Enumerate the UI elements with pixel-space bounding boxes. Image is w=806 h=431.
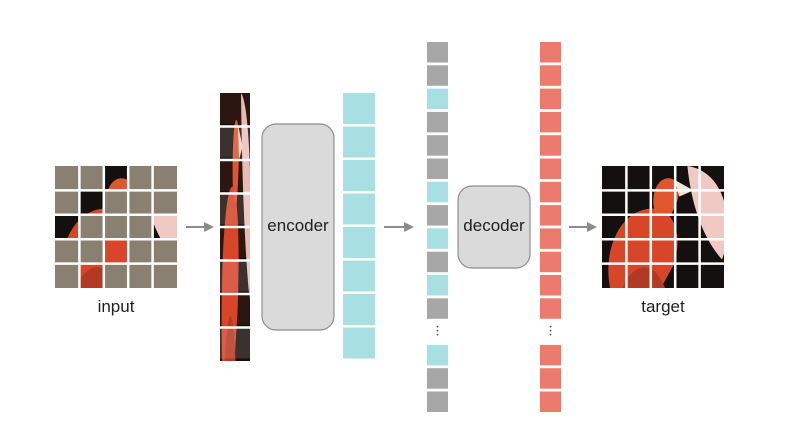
output-token xyxy=(540,275,561,296)
visible-patch xyxy=(220,294,250,325)
output-token xyxy=(540,111,561,133)
decoder-block xyxy=(457,185,531,269)
input-image-grid xyxy=(55,166,177,288)
encoder-box xyxy=(261,123,335,331)
strip-feathers xyxy=(241,93,250,299)
output-token xyxy=(540,251,561,273)
masked-patch xyxy=(103,263,129,288)
mask-token xyxy=(427,158,448,179)
mask-token xyxy=(427,135,448,156)
encoded-token xyxy=(427,228,448,249)
masked-patch xyxy=(128,214,153,240)
output-token xyxy=(540,135,561,156)
output-token xyxy=(540,205,561,226)
output-token xyxy=(540,298,561,319)
decoder-box xyxy=(457,185,531,269)
masked-patch xyxy=(79,214,104,240)
mask-token xyxy=(427,65,448,86)
encoded-token xyxy=(427,344,448,366)
mask-token xyxy=(427,298,448,319)
output-token xyxy=(540,181,561,203)
encoded-token xyxy=(427,181,448,203)
visible-patch xyxy=(220,227,250,258)
encoded-token-column xyxy=(343,93,375,359)
encoded-token xyxy=(343,260,375,292)
strip-neck xyxy=(232,119,239,205)
masked-patch xyxy=(79,166,104,191)
masked-patch xyxy=(79,239,104,264)
ellipsis-dot xyxy=(436,333,439,336)
masked-patch xyxy=(55,239,80,264)
masked-patch xyxy=(55,263,80,288)
masked-patch xyxy=(128,263,153,288)
output-token xyxy=(540,42,561,63)
encoded-token xyxy=(343,327,375,359)
visible-patch xyxy=(220,193,250,225)
target-neck xyxy=(653,178,680,217)
target-image-grid xyxy=(602,166,724,288)
ellipsis-dot xyxy=(549,325,552,328)
masked-patch xyxy=(152,166,177,191)
ellipsis-dot xyxy=(549,333,552,336)
visible-patch xyxy=(220,327,250,359)
decoder-output-sequence xyxy=(540,42,561,412)
ellipsis-dot xyxy=(436,329,439,332)
output-token xyxy=(540,88,561,110)
visible-patch-strip xyxy=(220,93,250,361)
encoded-token xyxy=(427,88,448,110)
target-picture xyxy=(602,166,724,288)
encoded-token xyxy=(343,193,375,225)
visible-patch xyxy=(220,260,250,292)
output-token xyxy=(540,158,561,179)
encoder-block xyxy=(261,123,335,331)
masked-patch xyxy=(128,239,153,264)
output-token xyxy=(540,368,561,389)
mask-token xyxy=(427,205,448,226)
encoded-token xyxy=(343,227,375,258)
ellipsis-dot xyxy=(436,325,439,328)
masked-patch xyxy=(103,214,129,240)
visible-patch xyxy=(220,160,250,191)
mask-token xyxy=(427,111,448,133)
mask-token xyxy=(427,251,448,273)
strip-beak xyxy=(238,124,243,160)
encoded-token xyxy=(343,160,375,191)
masked-patch xyxy=(152,263,177,288)
masked-patch xyxy=(128,166,153,191)
mask-token xyxy=(427,368,448,389)
masked-patch xyxy=(152,190,177,215)
masked-patch xyxy=(103,190,129,215)
target-beak xyxy=(675,180,694,197)
input-label: input xyxy=(97,297,135,316)
encoded-token xyxy=(343,93,375,124)
output-token xyxy=(540,391,561,412)
strip-body xyxy=(221,186,239,361)
visible-patch xyxy=(220,93,250,124)
masked-patch xyxy=(128,190,153,215)
target-wing xyxy=(622,267,665,288)
output-token xyxy=(540,65,561,86)
output-token xyxy=(540,228,561,249)
mask-token xyxy=(427,42,448,63)
encoded-token xyxy=(343,294,375,325)
target-label: target xyxy=(641,297,685,316)
masked-patch xyxy=(55,190,80,215)
encoded-token xyxy=(343,126,375,158)
output-token xyxy=(540,344,561,366)
decoder-input-sequence xyxy=(427,42,448,412)
strip-picture xyxy=(220,93,250,361)
ellipsis-dot xyxy=(549,329,552,332)
visible-patch xyxy=(220,126,250,158)
mask-token xyxy=(427,391,448,412)
encoded-token xyxy=(427,275,448,296)
masked-patch xyxy=(152,239,177,264)
masked-patch xyxy=(55,166,80,191)
